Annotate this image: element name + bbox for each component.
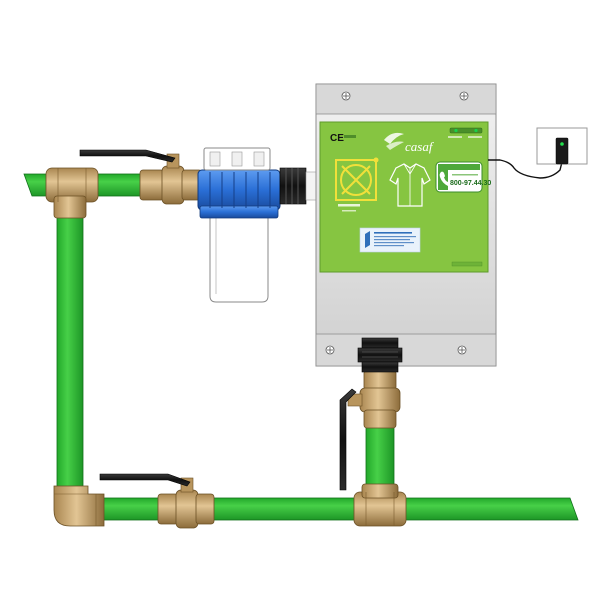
bottom-pipe-segment-2 xyxy=(209,497,357,521)
bottom-elbow-fitting xyxy=(53,485,105,527)
phone-icon xyxy=(439,171,453,187)
riser-ball-valve[interactable] xyxy=(339,369,401,491)
treatment-device: CE casaf xyxy=(315,83,497,373)
ball-valve-handle-icon[interactable] xyxy=(79,149,176,163)
ball-valve-handle-icon[interactable] xyxy=(99,473,191,487)
brand-name: casaf xyxy=(405,139,435,154)
bottom-ball-valve[interactable] xyxy=(99,473,215,529)
water-filter-icon xyxy=(197,147,281,303)
ce-mark: CE xyxy=(330,133,344,144)
bottom-tee-fitting xyxy=(353,483,407,527)
left-vertical-pipe xyxy=(56,213,84,491)
top-tee-fitting xyxy=(45,167,99,219)
brand-logo: casaf xyxy=(384,132,435,154)
ball-valve-handle-icon[interactable] xyxy=(339,388,357,491)
right-riser-pipe xyxy=(365,423,395,489)
power-cable xyxy=(488,159,563,179)
top-pipe-segment xyxy=(95,173,145,197)
status-leds xyxy=(448,127,483,138)
bottom-outlet-pipe xyxy=(403,497,579,521)
power-supply xyxy=(488,127,588,179)
service-phone-number: 800-97.44.30 xyxy=(450,180,491,187)
service-phone-box: 800-97.44.30 xyxy=(435,161,491,193)
magnet-emblem-icon xyxy=(335,157,379,212)
outlet-coupling xyxy=(357,337,403,373)
bottom-pipe-segment-1 xyxy=(101,497,163,521)
shirt-icon xyxy=(389,163,431,207)
fittings xyxy=(45,167,407,527)
info-block xyxy=(359,227,421,253)
inlet-coupling xyxy=(279,167,319,205)
top-ball-valve[interactable] xyxy=(79,149,203,205)
